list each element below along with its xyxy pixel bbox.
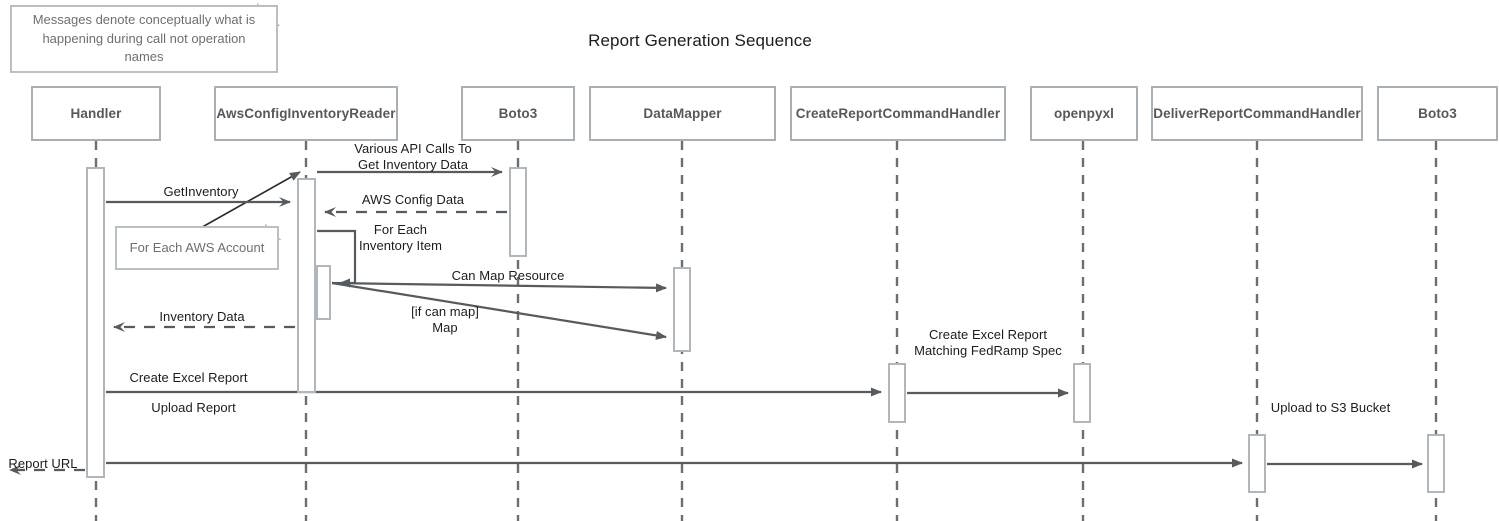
participant-aws-config-inventory-reader[interactable]: AwsConfigInventoryReader [214, 86, 398, 141]
participant-deliver-report-command-handler-label: DeliverReportCommandHandler [1153, 106, 1361, 121]
message-label-create-excel-report-fedramp: Create Excel Report Matching FedRamp Spe… [914, 327, 1062, 358]
message-arrows [9, 167, 1423, 475]
participant-create-report-command-handler-label: CreateReportCommandHandler [795, 106, 1001, 121]
message-label-report-url: Report URL [8, 456, 78, 471]
message-label-various-api-calls: Various API Calls To Get Inventory Data [354, 141, 472, 172]
activation-handler [86, 167, 105, 478]
activation-boto3-upload [1427, 434, 1445, 493]
message-label-if-can-map: [if can map] Map [411, 304, 479, 335]
note-intent-text: Messages denote conceptually what is hap… [32, 11, 256, 65]
page-title: Report Generation Sequence [588, 31, 812, 50]
participant-openpyxl-label: openpyxl [1053, 106, 1115, 121]
message-label-aws-config-data: AWS Config Data [361, 192, 465, 207]
activation-deliver-report-command-handler [1248, 434, 1266, 493]
activation-create-report-command-handler [888, 363, 906, 423]
message-label-inventory-data: Inventory Data [159, 309, 245, 324]
participant-boto3-upload[interactable]: Boto3 [1377, 86, 1498, 141]
note-for-each-aws-account-text: For Each AWS Account [129, 239, 265, 255]
message-label-for-each-inventory-item: For Each Inventory Item [358, 222, 443, 253]
participant-deliver-report-command-handler[interactable]: DeliverReportCommandHandler [1151, 86, 1363, 141]
message-label-upload-to-s3-bucket: Upload to S3 Bucket [1270, 400, 1391, 415]
note-intent: Messages denote conceptually what is hap… [10, 5, 278, 73]
message-label-get-inventory: GetInventory [163, 184, 239, 199]
message-label-create-excel-report: Create Excel Report [129, 370, 248, 385]
participant-handler-label: Handler [70, 106, 122, 121]
activation-aws-config-inventory-reader [297, 178, 316, 393]
participant-data-mapper-label: DataMapper [643, 106, 722, 121]
note-for-each-aws-account: For Each AWS Account [115, 226, 279, 270]
participant-boto3-inventory[interactable]: Boto3 [461, 86, 575, 141]
participant-aws-config-inventory-reader-label: AwsConfigInventoryReader [216, 106, 396, 121]
participant-boto3-upload-label: Boto3 [1418, 106, 1457, 121]
participant-handler[interactable]: Handler [31, 86, 161, 141]
activation-aws-config-inventory-reader-nested [316, 265, 331, 320]
arrow-can-map-resource [331, 281, 667, 293]
participant-openpyxl[interactable]: openpyxl [1030, 86, 1138, 141]
participant-data-mapper[interactable]: DataMapper [589, 86, 776, 141]
message-label-upload-report: Upload Report [151, 400, 236, 415]
participant-create-report-command-handler[interactable]: CreateReportCommandHandler [790, 86, 1006, 141]
activation-boto3-inventory [509, 167, 527, 257]
message-label-can-map-resource: Can Map Resource [451, 268, 565, 283]
activation-openpyxl [1073, 363, 1091, 423]
activation-data-mapper [673, 267, 691, 352]
participant-boto3-inventory-label: Boto3 [498, 106, 538, 121]
arrow-if-can-map [331, 281, 667, 340]
